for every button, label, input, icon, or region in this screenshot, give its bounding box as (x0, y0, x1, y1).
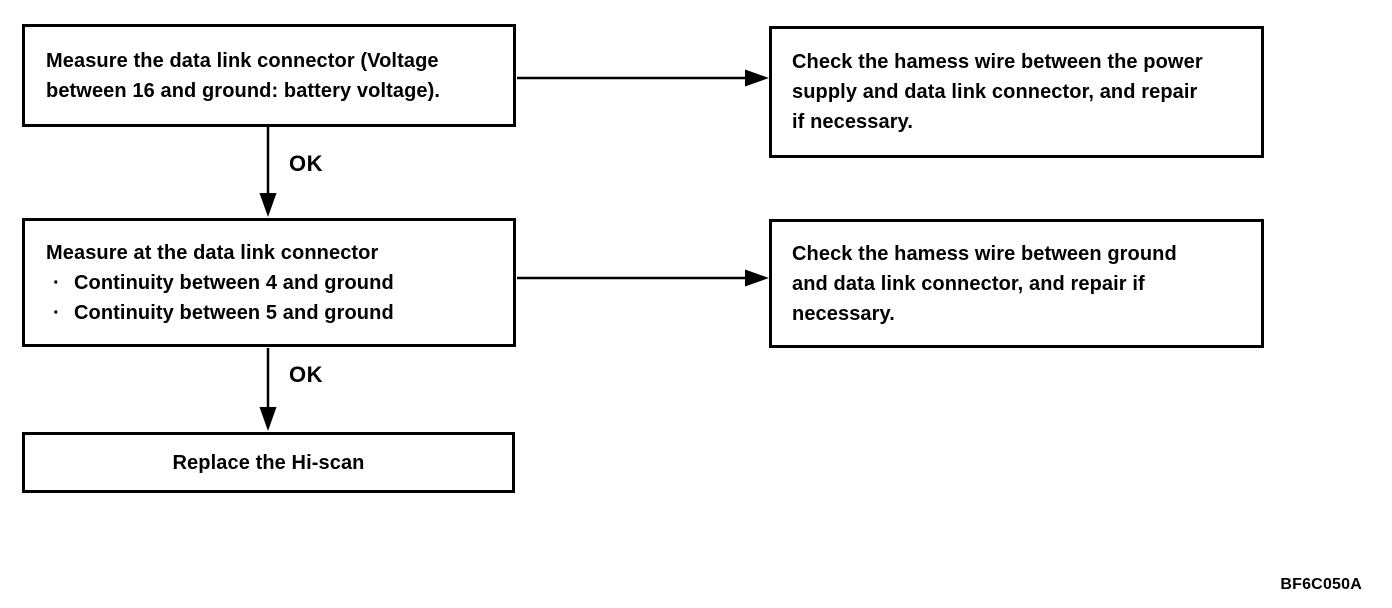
bullet-text: Continuity between 4 and ground (74, 271, 394, 294)
bullet-item: · Continuity between 5 and ground (46, 298, 513, 328)
bullet-marker: · (53, 301, 60, 324)
bullet-marker: · (53, 271, 60, 294)
action-text-line: if necessary. (792, 111, 914, 133)
step-text-line: between 16 and ground: battery voltage). (46, 79, 441, 102)
bullet-item: · Continuity between 4 and ground (46, 268, 513, 298)
arrow-step1-to-action1 (517, 69, 769, 87)
bullet-text: Continuity between 5 and ground (74, 301, 394, 324)
arrow-step2-to-step3 (259, 348, 277, 431)
arrow-step2-to-action2 (517, 269, 769, 287)
edge-label-ok-2: OK (289, 362, 323, 387)
action-text-line: necessary. (792, 302, 895, 325)
step-text-line: Measure the data link connector (Voltage (46, 49, 439, 72)
step-title: Measure at the data link connector (46, 241, 379, 264)
flow-action-check-power-harness: Check the hamess wire between the power … (769, 26, 1264, 158)
action-text-line: Check the hamess wire between ground (792, 242, 1177, 265)
flow-step-replace-hiscan: Replace the Hi-scan (22, 432, 515, 493)
action-text-line: Check the hamess wire between the power (792, 51, 1203, 73)
flow-step-measure-voltage: Measure the data link connector (Voltage… (22, 24, 516, 127)
step-text-line: Replace the Hi-scan (172, 451, 365, 474)
edge-label-ok-1: OK (289, 151, 323, 176)
figure-code: BF6C050A (1280, 576, 1362, 593)
flow-action-check-ground-harness: Check the hamess wire between ground and… (769, 219, 1264, 348)
action-text-line: and data link connector, and repair if (792, 272, 1145, 295)
arrow-step1-to-step2 (259, 127, 277, 217)
action-text-line: supply and data link connector, and repa… (792, 81, 1198, 103)
flow-step-measure-continuity: Measure at the data link connector · Con… (22, 218, 516, 347)
